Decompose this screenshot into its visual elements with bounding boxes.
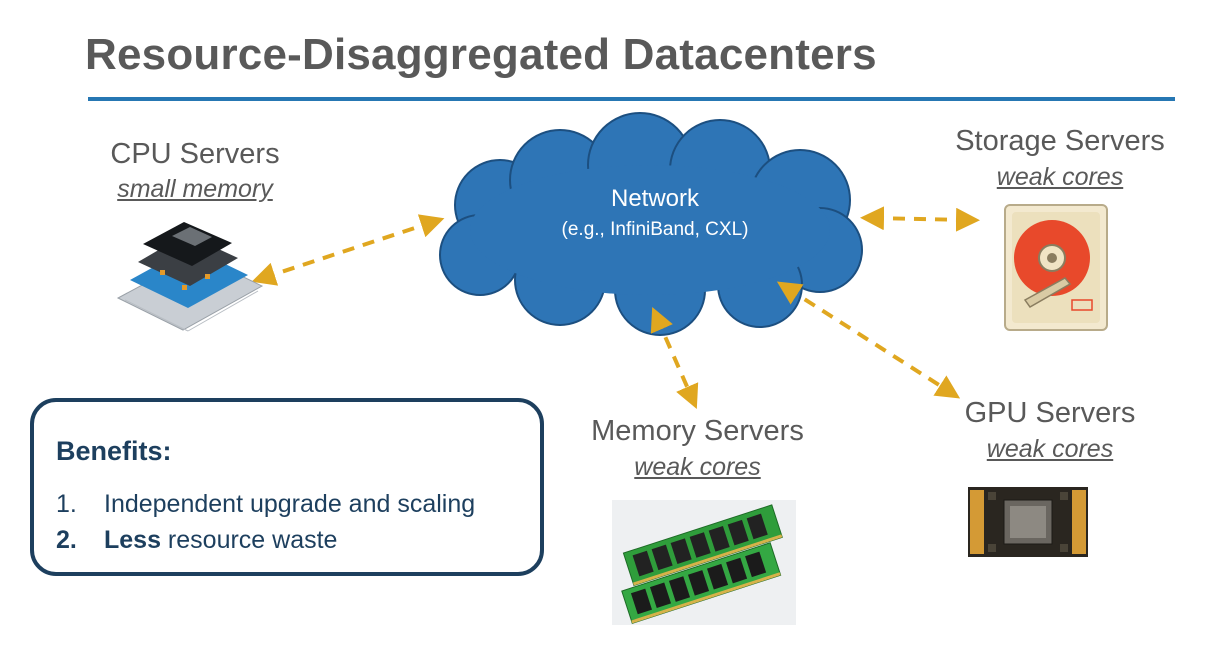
benefits-box: Benefits: 1. Independent upgrade and scal… xyxy=(30,398,544,576)
gpu-servers-title: GPU Servers xyxy=(964,397,1136,429)
connector-network-gpu xyxy=(776,281,961,399)
network-label: Network xyxy=(610,185,700,212)
storage-servers-title: Storage Servers xyxy=(955,125,1165,157)
connector-network-memory xyxy=(650,307,699,409)
memory-servers-subtitle: weak cores xyxy=(634,453,761,481)
storage-servers-subtitle: weak cores xyxy=(996,163,1124,191)
benefit-emphasis: Less xyxy=(104,526,161,554)
network-label-group: Network (e.g., InfiniBand, CXL) xyxy=(515,185,795,241)
benefit-number: 2. xyxy=(56,526,77,554)
cpu-servers-subtitle: small memory xyxy=(117,175,273,203)
gpu-board-icon xyxy=(968,487,1088,557)
network-sublabel: (e.g., InfiniBand, CXL) xyxy=(561,219,749,240)
benefit-item-1: 1. Independent upgrade and scaling xyxy=(56,490,475,519)
slide-title: Resource-Disaggregated Datacenters xyxy=(85,30,877,79)
connector-cpu-network xyxy=(251,214,445,286)
benefit-number: 1. xyxy=(56,490,77,518)
benefit-item-2: 2. Less resource waste xyxy=(56,526,337,555)
benefit-text: resource waste xyxy=(160,526,338,554)
benefits-title: Benefits: xyxy=(56,436,172,466)
cpu-chip-icon xyxy=(116,222,264,332)
ram-module-icon xyxy=(612,500,796,625)
title-divider xyxy=(88,97,1175,101)
cpu-servers-title: CPU Servers xyxy=(110,138,280,170)
benefit-text: Independent upgrade and scaling xyxy=(104,490,476,518)
gpu-servers-subtitle: weak cores xyxy=(986,435,1114,463)
memory-servers-title: Memory Servers xyxy=(591,415,804,447)
connector-network-storage xyxy=(860,206,980,232)
hard-disk-icon xyxy=(1004,204,1108,331)
